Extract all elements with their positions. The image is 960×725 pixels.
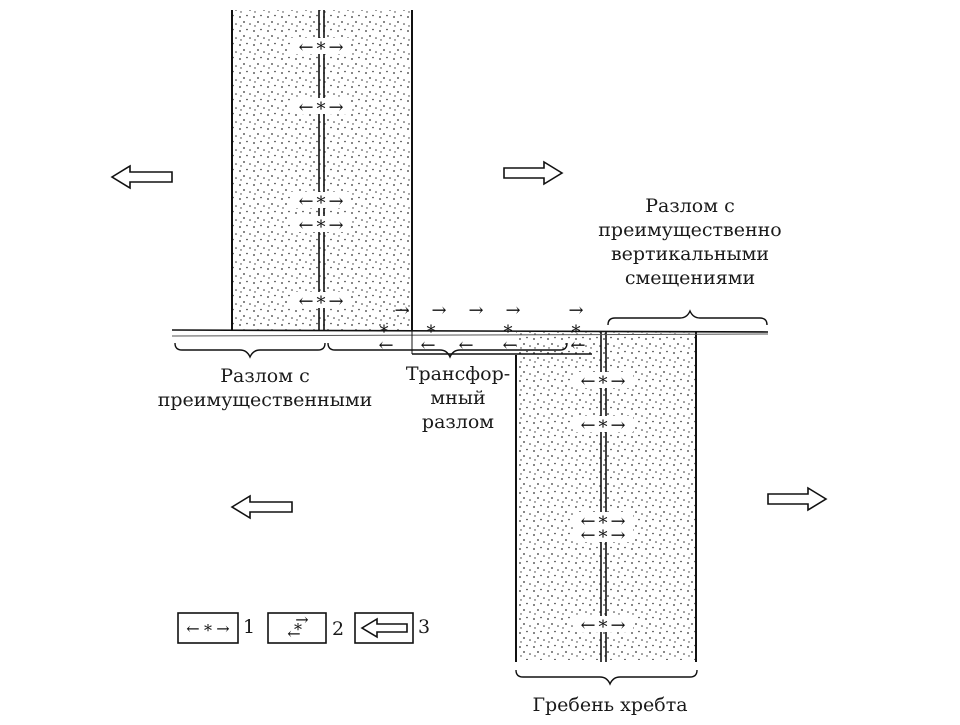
lower-ridge-segment: [515, 332, 697, 662]
ridge-event-lower-4-left-arrow: ←: [580, 525, 595, 546]
ridge-event-upper-1-right-arrow: →: [328, 37, 343, 58]
ridge-events: ←*→←*→←*→←*→←*→←*→←*→←*→←*→←*→: [291, 37, 633, 638]
ridge-event-lower-5-star: *: [599, 617, 608, 638]
ridge-event-upper-2-left-arrow: ←: [298, 97, 313, 118]
fault-arrow-right-5: →: [568, 300, 583, 321]
ridge-event-upper-4-left-arrow: ←: [298, 215, 313, 236]
plate-arrow-lower-right: [767, 486, 828, 512]
ridge-event-upper-2-star: *: [317, 99, 326, 120]
legend-box-2: [267, 612, 327, 644]
label-vertical-fault-line-4: смещениями: [624, 267, 756, 289]
legend-1-right-arrow: →: [216, 619, 229, 638]
ridge-event-upper-3-star: *: [317, 193, 326, 214]
ridge-event-lower-5-left-arrow: ←: [580, 615, 595, 636]
transform-fault: [171, 329, 769, 355]
ridge-event-upper-5-star: *: [317, 293, 326, 314]
fault-arrow-left-3: ←: [458, 335, 473, 356]
label-transform-fault: Трансфор- мный разлом: [378, 362, 538, 434]
plate-motion-arrows: [110, 160, 828, 520]
legend-number-3: 3: [418, 616, 431, 638]
legend: [177, 612, 414, 644]
legend-glyphs: ←*→→*←: [186, 610, 308, 643]
legend-box-3: [354, 612, 414, 644]
fault-star-2: *: [427, 322, 436, 343]
plate-arrow-upper-right: [503, 160, 564, 186]
fault-arrow-right-2: →: [431, 300, 446, 321]
ridge-event-lower-5-right-arrow: →: [610, 615, 625, 636]
label-transform-fault-line-3: разлом: [421, 411, 495, 433]
fault-events: →→→→→****←←←←←: [378, 300, 585, 356]
ridge-event-lower-1-right-arrow: →: [610, 371, 625, 392]
ridge-event-lower-1-left-arrow: ←: [580, 371, 595, 392]
ridge-event-lower-2-star: *: [599, 417, 608, 438]
legend-number-1: 1: [243, 616, 256, 638]
ridge-event-upper-1-star: *: [317, 39, 326, 60]
fault-arrow-left-1: ←: [378, 335, 393, 356]
label-left-fault-line-1: Разлом с: [220, 365, 310, 387]
ridge-event-lower-2-left-arrow: ←: [580, 415, 595, 436]
legend-box-1: [177, 612, 239, 644]
ridge-event-upper-5-right-arrow: →: [328, 291, 343, 312]
fault-star-3: *: [504, 322, 513, 343]
label-transform-fault-line-1: Трансфор-: [405, 363, 511, 385]
upper-ridge-segment: [231, 10, 413, 330]
ridge-event-upper-4-right-arrow: →: [328, 215, 343, 236]
plate-arrow-lower-left: [230, 494, 293, 520]
ridge-event-upper-3-left-arrow: ←: [298, 191, 313, 212]
label-vertical-fault-line-3: вертикальными: [610, 243, 770, 265]
legend-1-left-arrow: ←: [186, 619, 199, 638]
ridge-event-lower-4-star: *: [599, 527, 608, 548]
legend-number-2: 2: [332, 618, 345, 640]
legend-2-star: *: [294, 620, 302, 639]
label-left-fault-line-2: преимущественными: [157, 389, 373, 411]
braces: [174, 309, 768, 686]
fault-arrow-left-2: ←: [420, 335, 435, 356]
label-vertical-fault-line-2: преимущественно: [598, 219, 782, 241]
plate-arrow-upper-left: [110, 164, 173, 190]
legend-1-star: *: [204, 621, 212, 640]
fault-arrow-left-4: ←: [502, 335, 517, 356]
legend-2-left-arrow: ←: [287, 624, 300, 643]
ridge-event-upper-4-star: *: [317, 217, 326, 238]
ridge-event-upper-3-right-arrow: →: [328, 191, 343, 212]
fault-arrow-right-1: →: [394, 300, 409, 321]
ridge-event-upper-1-left-arrow: ←: [298, 37, 313, 58]
ridge-event-lower-1-star: *: [599, 373, 608, 394]
fault-arrow-left-5: ←: [570, 335, 585, 356]
fault-arrow-right-4: →: [505, 300, 520, 321]
label-left-fault: Разлом с преимущественными: [120, 364, 410, 412]
label-vertical-fault-line-1: Разлом с: [645, 195, 735, 217]
legend-arrow-3: [360, 617, 408, 639]
ridge-event-lower-3-star: *: [599, 513, 608, 534]
ridge-event-upper-5-left-arrow: ←: [298, 291, 313, 312]
label-transform-fault-line-2: мный: [430, 387, 486, 409]
fault-star-4: *: [572, 322, 581, 343]
fault-star-1: *: [380, 322, 389, 343]
legend-2-right-arrow: →: [295, 610, 308, 629]
label-vertical-fault: Разлом с преимущественно вертикальными с…: [580, 194, 800, 290]
label-ridge-crest: Гребень хребта: [500, 693, 720, 717]
ridge-event-upper-2-right-arrow: →: [328, 97, 343, 118]
fault-arrow-right-3: →: [468, 300, 483, 321]
label-ridge-crest-text: Гребень хребта: [532, 694, 688, 716]
ridge-event-lower-4-right-arrow: →: [610, 525, 625, 546]
ridge-event-lower-2-right-arrow: →: [610, 415, 625, 436]
